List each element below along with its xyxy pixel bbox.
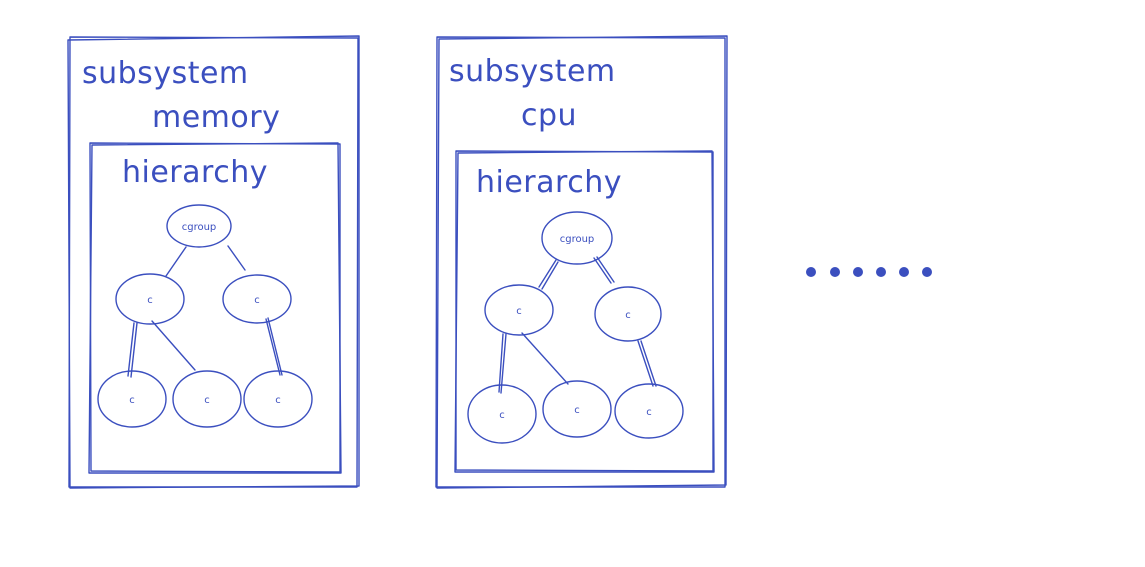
ellipsis-text: ...... <box>867 275 870 277</box>
svg-text:c: c <box>574 405 580 416</box>
cgroup-node-cpu-root: cgroup <box>541 211 613 265</box>
subsystem-cpu-title: subsystem <box>449 54 616 89</box>
cgroup-node-cpu-leaf-1: c <box>467 384 537 444</box>
cgroup-node-cpu-leaf-2: c <box>542 380 612 438</box>
subsystem-memory-name: memory <box>152 100 280 135</box>
cgroup-node-cpu-child-left: c <box>484 284 554 336</box>
cgroup-node-memory-child-right: c <box>222 274 292 324</box>
svg-text:c: c <box>646 407 652 418</box>
cgroup-node-memory-child-left: c <box>115 273 185 325</box>
hierarchy-cpu-edges <box>498 256 657 394</box>
svg-text:c: c <box>516 306 522 317</box>
more-subsystems-ellipsis: ...... <box>806 267 932 277</box>
cgroup-node-memory-leaf-2: c <box>172 370 242 428</box>
cgroup-node-memory-root: cgroup <box>166 204 232 248</box>
svg-text:c: c <box>129 395 135 406</box>
svg-text:c: c <box>275 395 281 406</box>
hierarchy-memory-edges <box>127 245 283 378</box>
svg-text:c: c <box>499 410 505 421</box>
cgroup-node-cpu-leaf-3: c <box>614 383 684 439</box>
cgroup-node-cpu-child-right: c <box>594 286 662 342</box>
svg-text:c: c <box>254 295 260 306</box>
subsystem-memory-panel: subsystem memory hierarchy cgroup c c <box>67 35 360 489</box>
cgroup-node-memory-leaf-3: c <box>243 370 313 428</box>
subsystem-memory-title: subsystem <box>82 56 249 91</box>
hierarchy-memory-box <box>89 142 341 473</box>
svg-text:c: c <box>625 310 631 321</box>
subsystem-cpu-name: cpu <box>521 98 577 133</box>
svg-text:c: c <box>204 395 210 406</box>
svg-text:c: c <box>147 295 153 306</box>
cgroup-node-label: cgroup <box>560 234 595 245</box>
cgroup-node-memory-leaf-1: c <box>97 370 167 428</box>
hierarchy-cpu-label: hierarchy <box>476 165 622 200</box>
subsystem-cpu-panel: subsystem cpu hierarchy cgroup c c <box>435 35 728 489</box>
hierarchy-memory-label: hierarchy <box>122 155 268 190</box>
cgroup-node-label: cgroup <box>182 222 217 233</box>
